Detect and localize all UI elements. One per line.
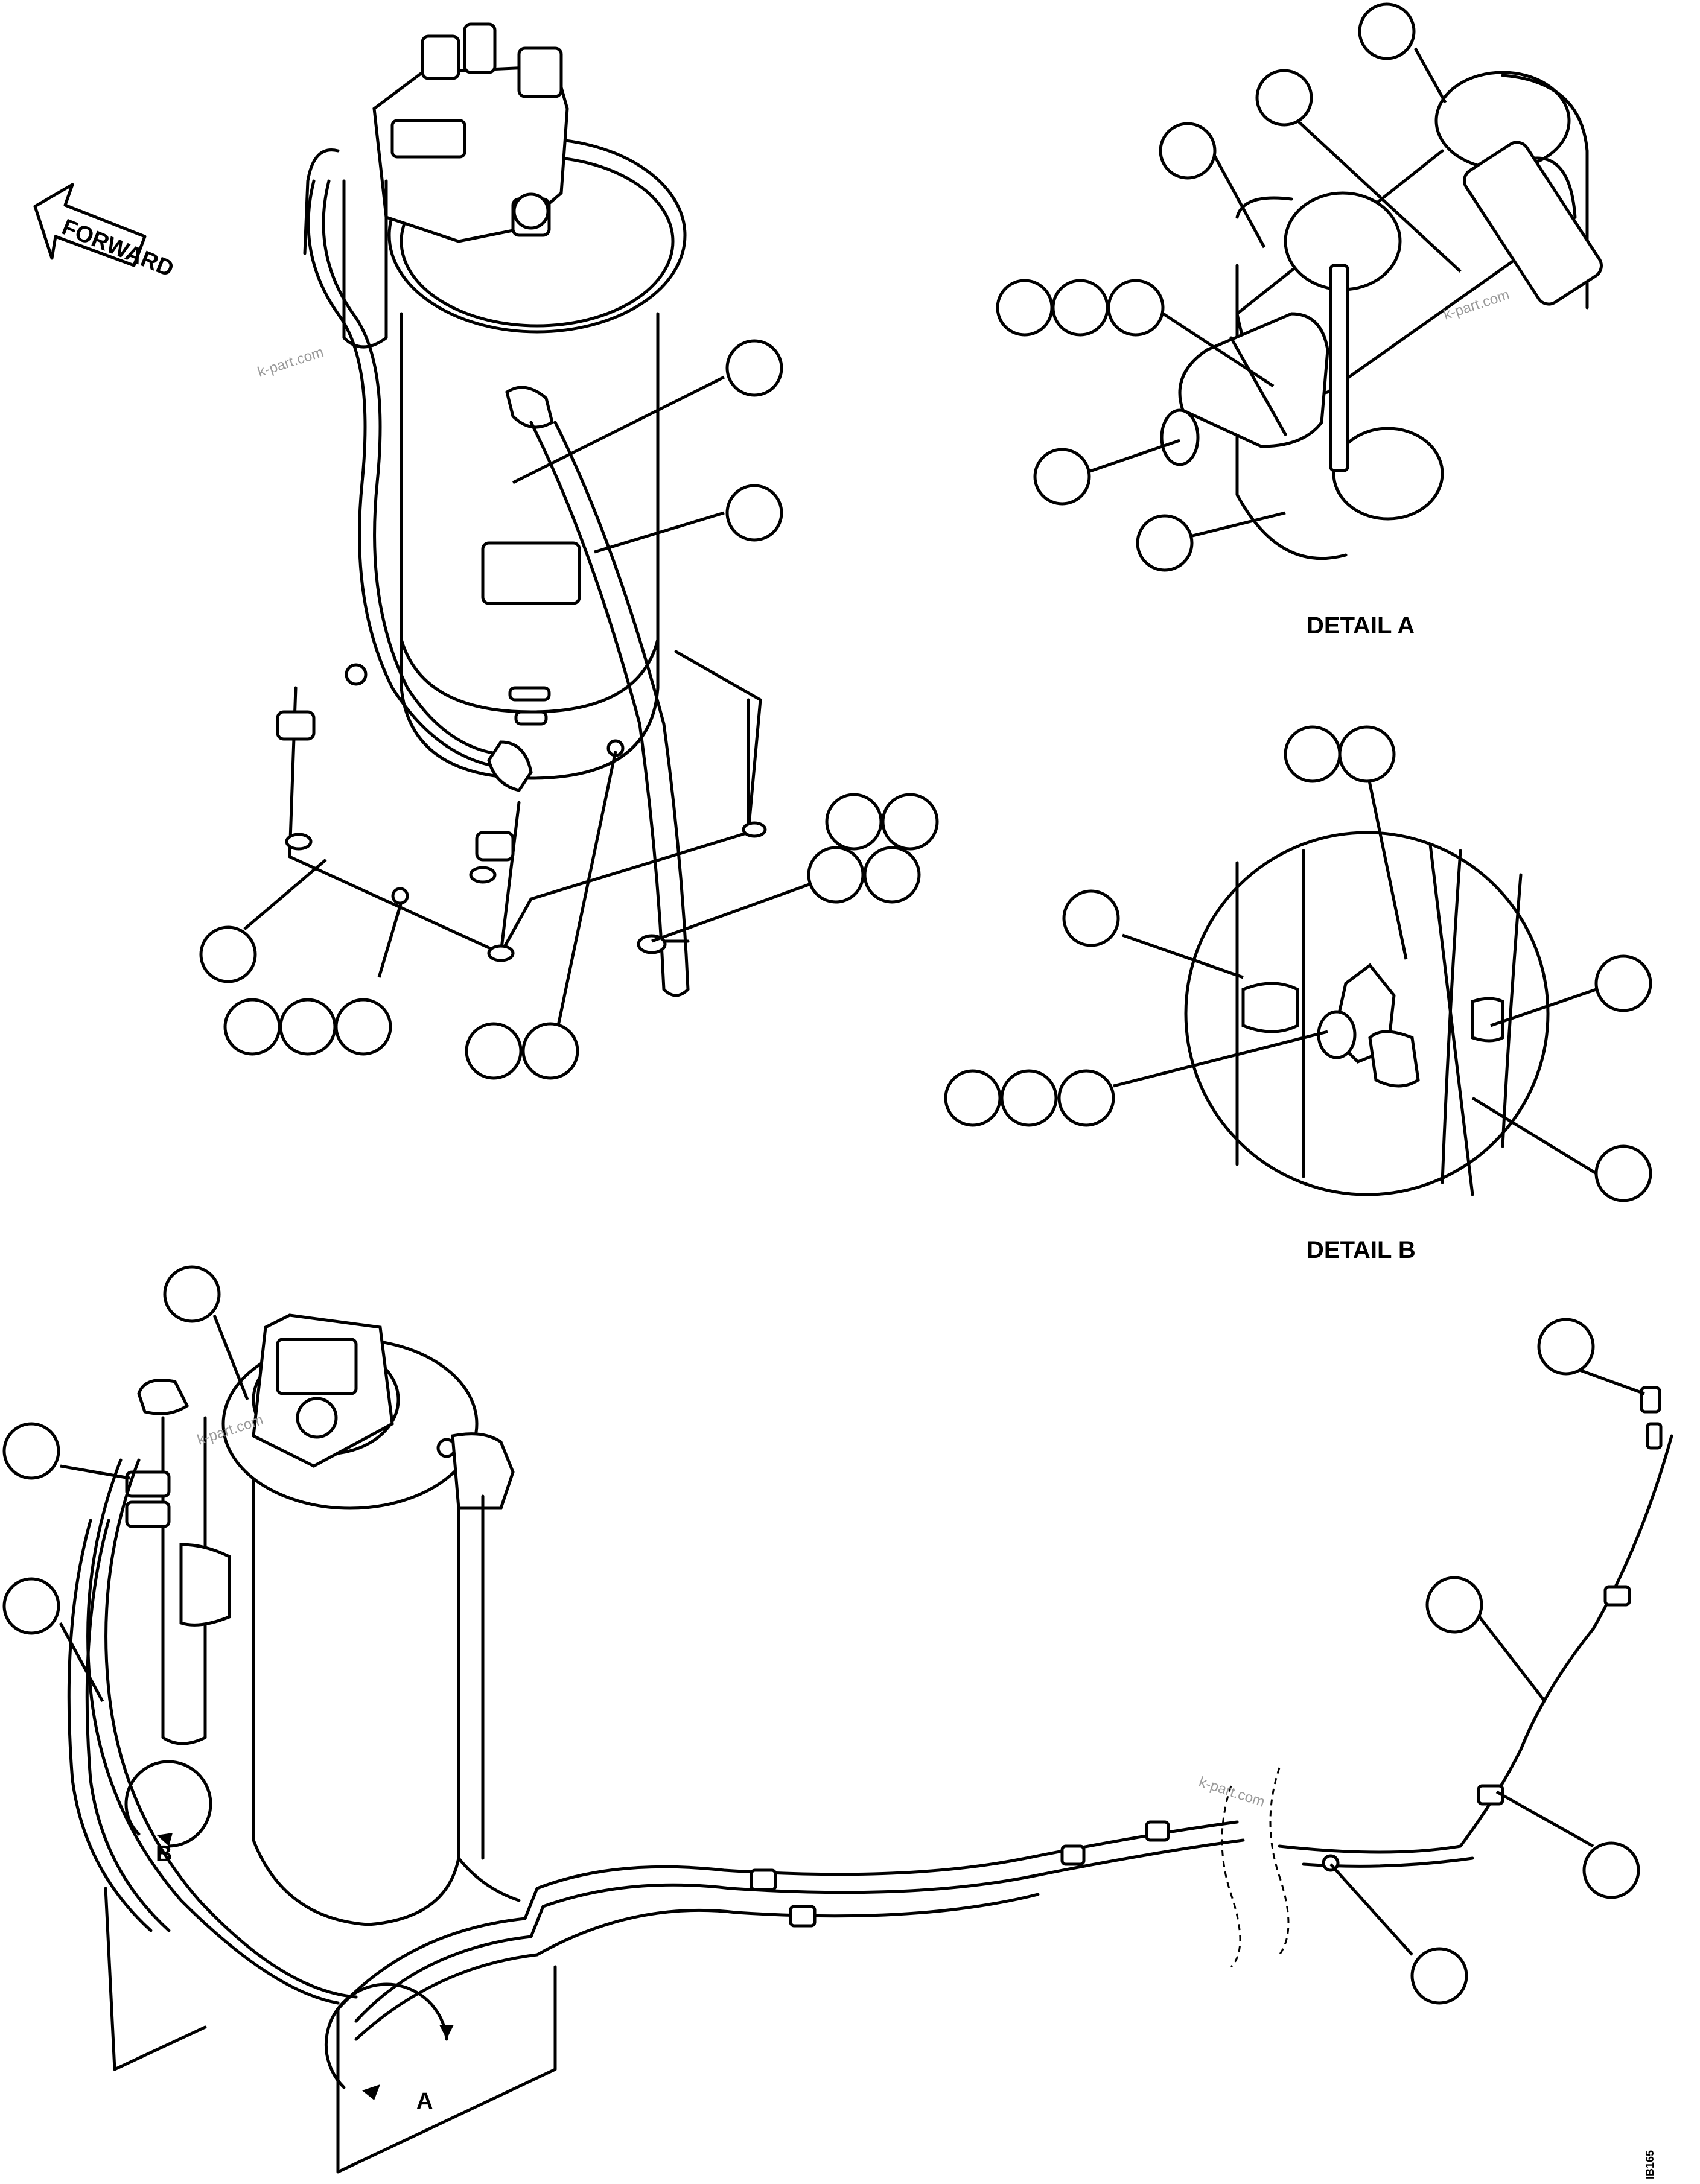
callout-bubble xyxy=(1425,1576,1483,1634)
callout-bubble xyxy=(1062,889,1120,947)
callout-bubble xyxy=(881,793,939,851)
callout-bubble xyxy=(1410,1947,1468,2005)
rotation-arrow-icon xyxy=(362,2084,380,2100)
detail-a-title: DETAIL A xyxy=(1307,612,1415,639)
callout-bubble xyxy=(1057,1069,1115,1127)
watermark-2: k-part.com xyxy=(1442,287,1512,323)
callout-bubble xyxy=(1107,279,1165,337)
callout-bubble xyxy=(1582,1841,1640,1899)
callout-bubble xyxy=(825,793,883,851)
callout-bubble xyxy=(863,846,921,904)
callout-bubble xyxy=(2,1422,60,1480)
callout-bubble xyxy=(1537,1318,1595,1376)
forward-arrow-icon: FORWARD xyxy=(33,183,177,282)
callout-bubble xyxy=(944,1069,1002,1127)
upper-tank-assembly xyxy=(276,22,767,997)
callout-bubble xyxy=(199,925,257,983)
callout-bubble xyxy=(334,998,392,1056)
callout-bubble xyxy=(1033,448,1091,506)
callout-bubble xyxy=(725,484,783,542)
detail-b-drawing xyxy=(1184,831,1550,1196)
callout-bubble xyxy=(1594,1144,1652,1202)
watermark-1: k-part.com xyxy=(256,344,326,381)
callout-letter-a: A xyxy=(416,2089,433,2114)
rotation-arrow-icon xyxy=(157,1833,173,1846)
callout-bubble xyxy=(1594,954,1652,1012)
figure-code: IB165 xyxy=(1644,2150,1656,2179)
callout-bubble xyxy=(1358,2,1416,60)
callout-bubble xyxy=(725,339,783,397)
callout-bubble xyxy=(1284,725,1342,783)
callout-bubble xyxy=(1255,69,1313,127)
callout-bubble xyxy=(521,1022,579,1080)
callout-bubble xyxy=(1338,725,1396,783)
callout-bubble xyxy=(2,1577,60,1635)
callout-bubble xyxy=(465,1022,523,1080)
lower-tank-assembly xyxy=(67,1313,1673,2174)
detail-a-drawing xyxy=(1160,71,1603,560)
callout-bubble xyxy=(807,846,865,904)
callout-bubble xyxy=(996,279,1054,337)
callout-letter-b: B xyxy=(156,1841,172,1867)
callout-bubble xyxy=(1000,1069,1058,1127)
rotation-arrow-icon xyxy=(439,2025,454,2039)
callout-bubble xyxy=(1051,279,1109,337)
callout-bubbles xyxy=(2,2,1652,2005)
callout-bubble xyxy=(279,998,337,1056)
callout-bubble xyxy=(223,998,281,1056)
callout-bubble xyxy=(163,1265,221,1323)
callout-bubble xyxy=(1136,514,1194,572)
callout-bubble xyxy=(1159,122,1217,180)
detail-b-title: DETAIL B xyxy=(1307,1237,1416,1263)
leader-lines xyxy=(59,47,1645,1956)
watermark-4: k-part.com xyxy=(1197,1774,1267,1811)
